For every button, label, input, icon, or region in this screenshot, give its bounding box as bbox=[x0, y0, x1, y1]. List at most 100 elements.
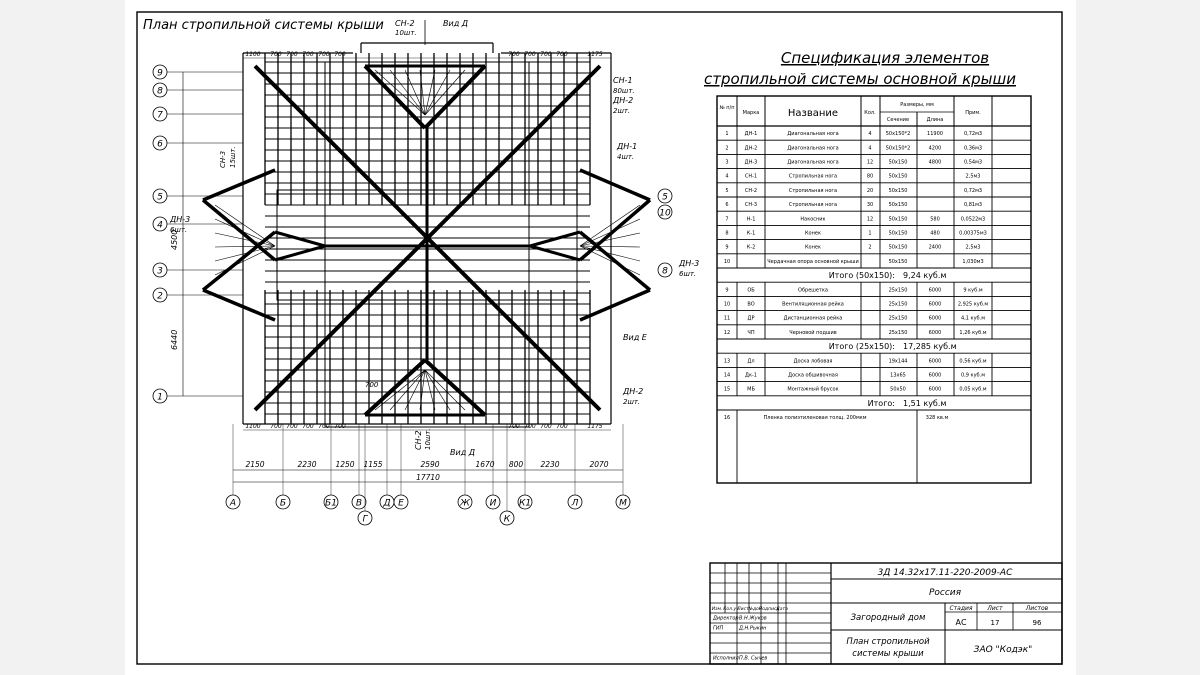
cell-qty: 1 bbox=[868, 231, 871, 237]
header-name: Название bbox=[788, 108, 838, 119]
cell-num: 9 bbox=[725, 287, 728, 293]
cell-length: 4200 bbox=[929, 145, 942, 151]
cell-length: 6000 bbox=[929, 358, 942, 364]
stamp-doc-code: 3Д 14.32х17.11-220-2009-АС bbox=[878, 568, 1013, 578]
stamp-sheet: 17 bbox=[991, 619, 1000, 627]
cell-note: 328 кв.м bbox=[926, 415, 949, 421]
hip-rafter-dn3 bbox=[202, 168, 276, 202]
bottom-spacing-dim: 700 bbox=[556, 423, 568, 430]
cell-num: 1 bbox=[725, 131, 728, 137]
cell-note: 2,925 куб.м bbox=[958, 302, 989, 308]
header-length: Длина bbox=[927, 117, 944, 123]
fan-rafter bbox=[214, 245, 276, 262]
cell-mark: К-1 bbox=[747, 231, 756, 237]
top-dim: 1175 bbox=[587, 51, 602, 58]
ridge bbox=[274, 230, 326, 248]
bottom-dim: 2230 bbox=[540, 460, 559, 469]
header-note: Прим. bbox=[965, 110, 981, 116]
cell-section: 50x150 bbox=[889, 160, 908, 166]
col-axis-Б: Б bbox=[280, 499, 286, 509]
cell-num: 2 bbox=[725, 145, 728, 151]
label-700: 700 bbox=[365, 381, 379, 389]
cell-name: Стропильная нога bbox=[789, 174, 837, 180]
stamp-stage: АС bbox=[955, 618, 966, 627]
cell-mark: ДР bbox=[748, 316, 755, 322]
cell-section: 50x50 bbox=[890, 387, 906, 393]
stamp-company: ЗАО "Кодэк" bbox=[974, 645, 1033, 655]
cell-length: 6000 bbox=[929, 302, 942, 308]
fan-rafter bbox=[424, 69, 451, 116]
stamp-person: В.Н.Жуков bbox=[739, 616, 767, 622]
top-dim: 700 bbox=[508, 51, 520, 58]
cell-mark: МБ bbox=[747, 387, 755, 393]
cell-qty: 12 bbox=[867, 160, 873, 166]
cell-qty: 30 bbox=[867, 202, 873, 208]
label-dn3-left-qty: 6шт. bbox=[170, 226, 187, 234]
cell-note: 4,1 куб.м bbox=[961, 316, 985, 322]
stamp-person: П.В. Сычев bbox=[739, 656, 767, 662]
label-dn2-bottom: ДН-2 bbox=[622, 387, 643, 396]
fan-rafter bbox=[579, 218, 641, 247]
fan-rafter bbox=[374, 69, 426, 116]
label-sn3: СН-3 bbox=[219, 151, 227, 168]
cell-note: 0,54м3 bbox=[964, 160, 982, 166]
right-axis-circle bbox=[657, 204, 673, 220]
cell-name: Доска лобовая bbox=[794, 358, 833, 364]
cell-name: Монтажный брусок bbox=[787, 386, 838, 393]
ridge bbox=[274, 244, 326, 262]
cell-note: 0,36м3 bbox=[964, 145, 982, 151]
cell-qty: 20 bbox=[867, 188, 873, 194]
cell-note: 0,9 куб.м bbox=[961, 373, 985, 379]
total-value: 9,24 куб.м bbox=[903, 271, 946, 280]
cell-num: 4 bbox=[725, 174, 728, 180]
cell-section: 50x150 bbox=[889, 245, 908, 251]
cell-name: Пленка полиэтиленовая толщ. 200мкм bbox=[763, 415, 866, 421]
fan-rafter bbox=[404, 69, 426, 116]
cell-name: Дистанционная рейка bbox=[784, 315, 843, 322]
bottom-spacing-dim: 700 bbox=[508, 423, 520, 430]
col-axis-Л: Л bbox=[571, 499, 579, 509]
cell-section: 50x150 bbox=[889, 231, 908, 237]
cell-section: 19x144 bbox=[889, 358, 908, 364]
fan-rafter bbox=[404, 369, 426, 411]
right-axis-circle bbox=[657, 262, 673, 278]
cell-note: 1,030м3 bbox=[962, 259, 983, 265]
cell-mark: ВО bbox=[747, 302, 754, 308]
header-num: № п/п bbox=[719, 105, 734, 111]
label-dn2-bottom-qty: 2шт. bbox=[623, 398, 640, 406]
cell-name: Диагональная нога bbox=[787, 131, 838, 137]
label-vid-d-top: Вид Д bbox=[443, 19, 468, 28]
cell-length: 11900 bbox=[927, 131, 943, 137]
cell-num: 9 bbox=[725, 245, 728, 251]
hip-rafter-dn3 bbox=[579, 288, 651, 322]
cell-mark: Н-1 bbox=[747, 216, 756, 222]
total-label: Итого (25x150): bbox=[829, 342, 895, 351]
bottom-spacing-dim: 1100 bbox=[245, 423, 260, 430]
col-axis-К1: К1 bbox=[519, 499, 531, 509]
cell-num: 15 bbox=[724, 387, 730, 393]
row-axis-4: 4 bbox=[157, 221, 163, 231]
cell-section: 50x150 bbox=[889, 216, 908, 222]
col-axis-А: А bbox=[229, 499, 236, 509]
cell-name: Доска обшивочная bbox=[788, 373, 838, 379]
cell-length: 4800 bbox=[929, 160, 942, 166]
cell-note: 2,5м3 bbox=[966, 245, 981, 251]
cell-mark: ОБ bbox=[747, 287, 755, 293]
fan-rafter bbox=[579, 245, 641, 248]
hip-rafter-dn2 bbox=[423, 358, 487, 417]
cell-section: 25x150 bbox=[889, 330, 908, 336]
fan-rafter bbox=[374, 369, 426, 411]
label-vid-d-bottom: Вид Д bbox=[450, 448, 475, 457]
cell-mark: СН-2 bbox=[745, 188, 757, 194]
cell-qty: 4 bbox=[868, 131, 871, 137]
bottom-dim: 1670 bbox=[475, 460, 494, 469]
cell-num: 10 bbox=[724, 259, 730, 265]
fan-rafter bbox=[419, 369, 426, 411]
stamp-person: Д.Н.Рыкин bbox=[738, 626, 767, 632]
cell-note: 2,5м3 bbox=[966, 174, 981, 180]
cell-note: 0,00375м3 bbox=[959, 231, 987, 237]
bottom-spacing-dim: 700 bbox=[302, 423, 314, 430]
cell-section: 50x150*2 bbox=[886, 145, 911, 151]
fan-rafter bbox=[579, 232, 641, 247]
